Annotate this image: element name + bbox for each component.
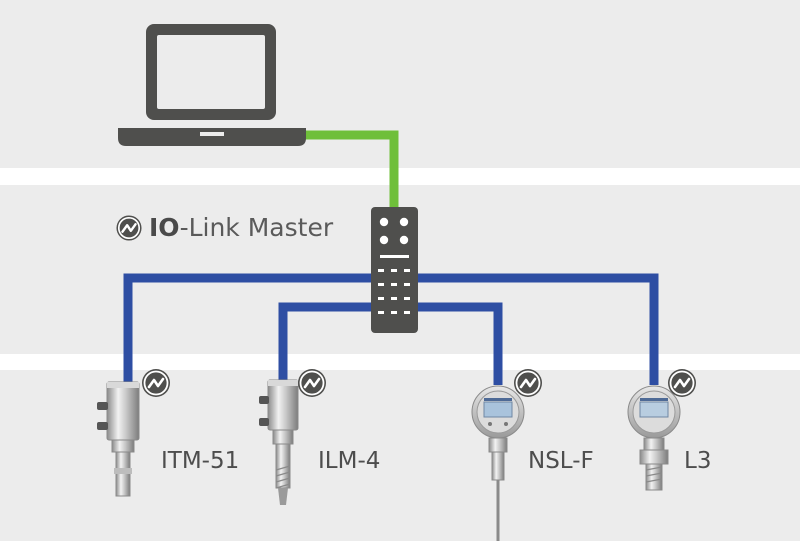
device-label-ilm-4: ILM-4 bbox=[318, 448, 381, 474]
l3-sensor bbox=[627, 385, 681, 491]
nsl-f-sensor bbox=[471, 385, 525, 541]
nsl-f-io-link-icon bbox=[512, 367, 544, 399]
io-link-master-label-suffix: -Link Master bbox=[179, 213, 334, 242]
itm-51-io-link-icon bbox=[140, 367, 172, 399]
itm-51-sensor bbox=[97, 381, 140, 497]
ilm-4-sensor bbox=[259, 379, 299, 505]
ethernet-cable bbox=[300, 130, 399, 210]
device-label-nsl-f: NSL-F bbox=[528, 448, 594, 474]
laptop-icon bbox=[118, 24, 306, 146]
background-band-bottom bbox=[0, 354, 800, 370]
io-link-master-label-prefix: IO bbox=[149, 213, 180, 242]
device-label-l3: L3 bbox=[684, 448, 712, 474]
ilm-4-io-link-icon bbox=[296, 367, 328, 399]
io-link-icon bbox=[116, 214, 142, 241]
io-link-master-device bbox=[371, 207, 418, 333]
background-band-top bbox=[0, 168, 800, 185]
l3-io-link-icon bbox=[666, 367, 698, 399]
io-link-master-label: IO-Link Master bbox=[116, 213, 333, 242]
device-label-itm-51: ITM-51 bbox=[161, 448, 240, 474]
